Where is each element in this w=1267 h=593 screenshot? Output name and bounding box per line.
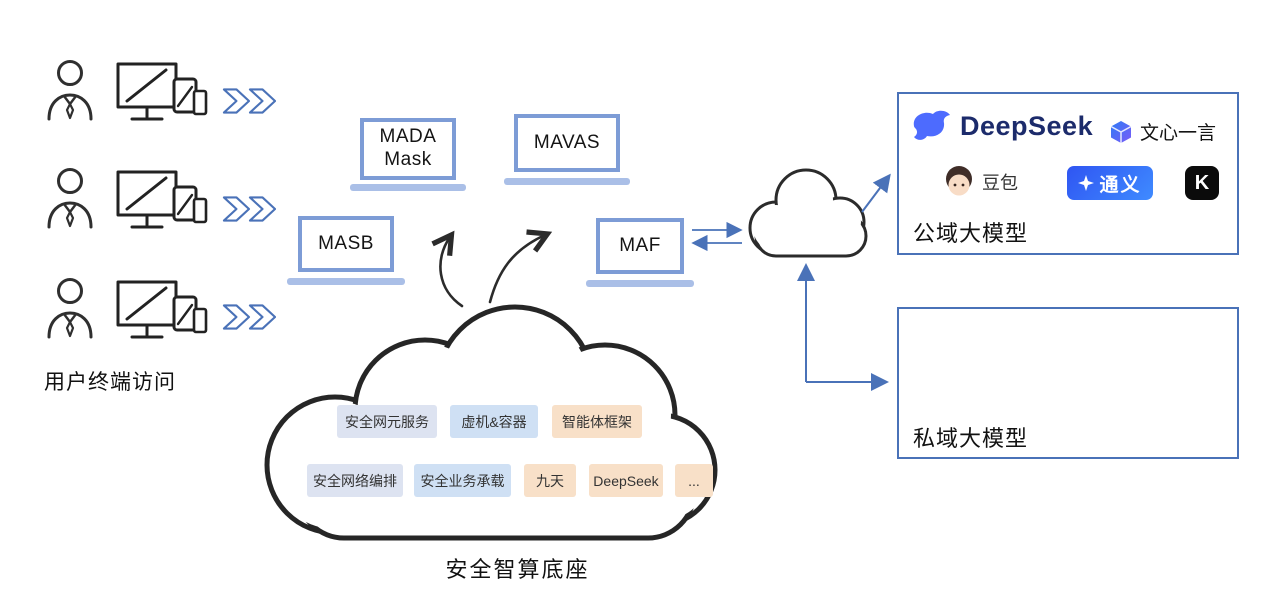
user-terminal-label: 用户终端访问 (44, 371, 176, 394)
routing-arrows (431, 229, 553, 308)
public-models-box: DeepSeek 文心一言 豆包 通义 K (897, 92, 1239, 255)
cloud-chip: 安全网元服务 (337, 405, 437, 438)
terminal-devices-icon (116, 170, 208, 229)
doubao-logo: 豆包 (943, 166, 1018, 198)
terminal-devices-icon (116, 280, 208, 339)
user-icon (47, 60, 93, 121)
gateway-mavas: MAVAS (514, 114, 620, 172)
wenxin-cube-icon (1110, 120, 1132, 143)
gateway-label: MASB (318, 232, 374, 254)
user-icon (47, 278, 93, 339)
cloud-chip: 智能体框架 (552, 405, 642, 438)
gateway-label: MAF (619, 234, 661, 256)
laptop-base (586, 280, 694, 287)
cloud-box-connectors (797, 173, 891, 391)
doubao-wordmark: 豆包 (982, 173, 1018, 193)
cloud-chip: 九天 (524, 464, 576, 497)
maf-cloud-link (691, 221, 743, 252)
access-arrow-icon (222, 88, 276, 114)
gateway-label: MADA (379, 126, 437, 148)
wenxin-logo: 文心一言 (1109, 118, 1216, 145)
private-models-box: 私域大模型 (897, 307, 1239, 459)
internet-cloud (748, 168, 868, 258)
tongyi-logo: 通义 (1067, 166, 1153, 200)
private-models-title: 私域大模型 (913, 426, 1029, 451)
cloud-chip: 虚机&容器 (450, 405, 538, 438)
kimi-logo: K (1185, 166, 1219, 200)
deepseek-wordmark: DeepSeek (960, 110, 1094, 141)
gateway-maf: MAF (596, 218, 684, 274)
deepseek-logo: DeepSeek (911, 110, 1093, 142)
user-row-2 (47, 168, 276, 229)
user-icon (47, 168, 93, 229)
access-arrow-icon (222, 304, 276, 330)
public-models-title: 公域大模型 (913, 221, 1029, 246)
access-arrow-icon (222, 196, 276, 222)
deepseek-whale-icon (913, 110, 950, 140)
user-row-1 (47, 60, 276, 121)
compute-cloud-title: 安全智算底座 (445, 557, 590, 582)
cloud-chip: ... (675, 464, 713, 497)
user-row-3 (47, 278, 276, 339)
cloud-chip: 安全网络编排 (307, 464, 403, 497)
doubao-avatar-icon (946, 166, 972, 196)
kimi-letter: K (1194, 171, 1210, 194)
tongyi-wordmark: 通义 (1099, 174, 1142, 196)
gateway-label: Mask (384, 149, 432, 170)
gateway-masb: MASB (298, 216, 394, 272)
laptop-base (287, 278, 405, 285)
tongyi-spark-icon (1078, 175, 1095, 191)
cloud-chip: 安全业务承载 (414, 464, 511, 497)
laptop-base (504, 178, 630, 185)
gateway-mada-mask: MADA Mask (360, 118, 456, 180)
terminal-devices-icon (116, 62, 208, 121)
gateway-label: MAVAS (533, 131, 601, 153)
laptop-base (350, 184, 466, 191)
wenxin-wordmark: 文心一言 (1140, 123, 1217, 144)
cloud-chip: DeepSeek (589, 464, 663, 497)
